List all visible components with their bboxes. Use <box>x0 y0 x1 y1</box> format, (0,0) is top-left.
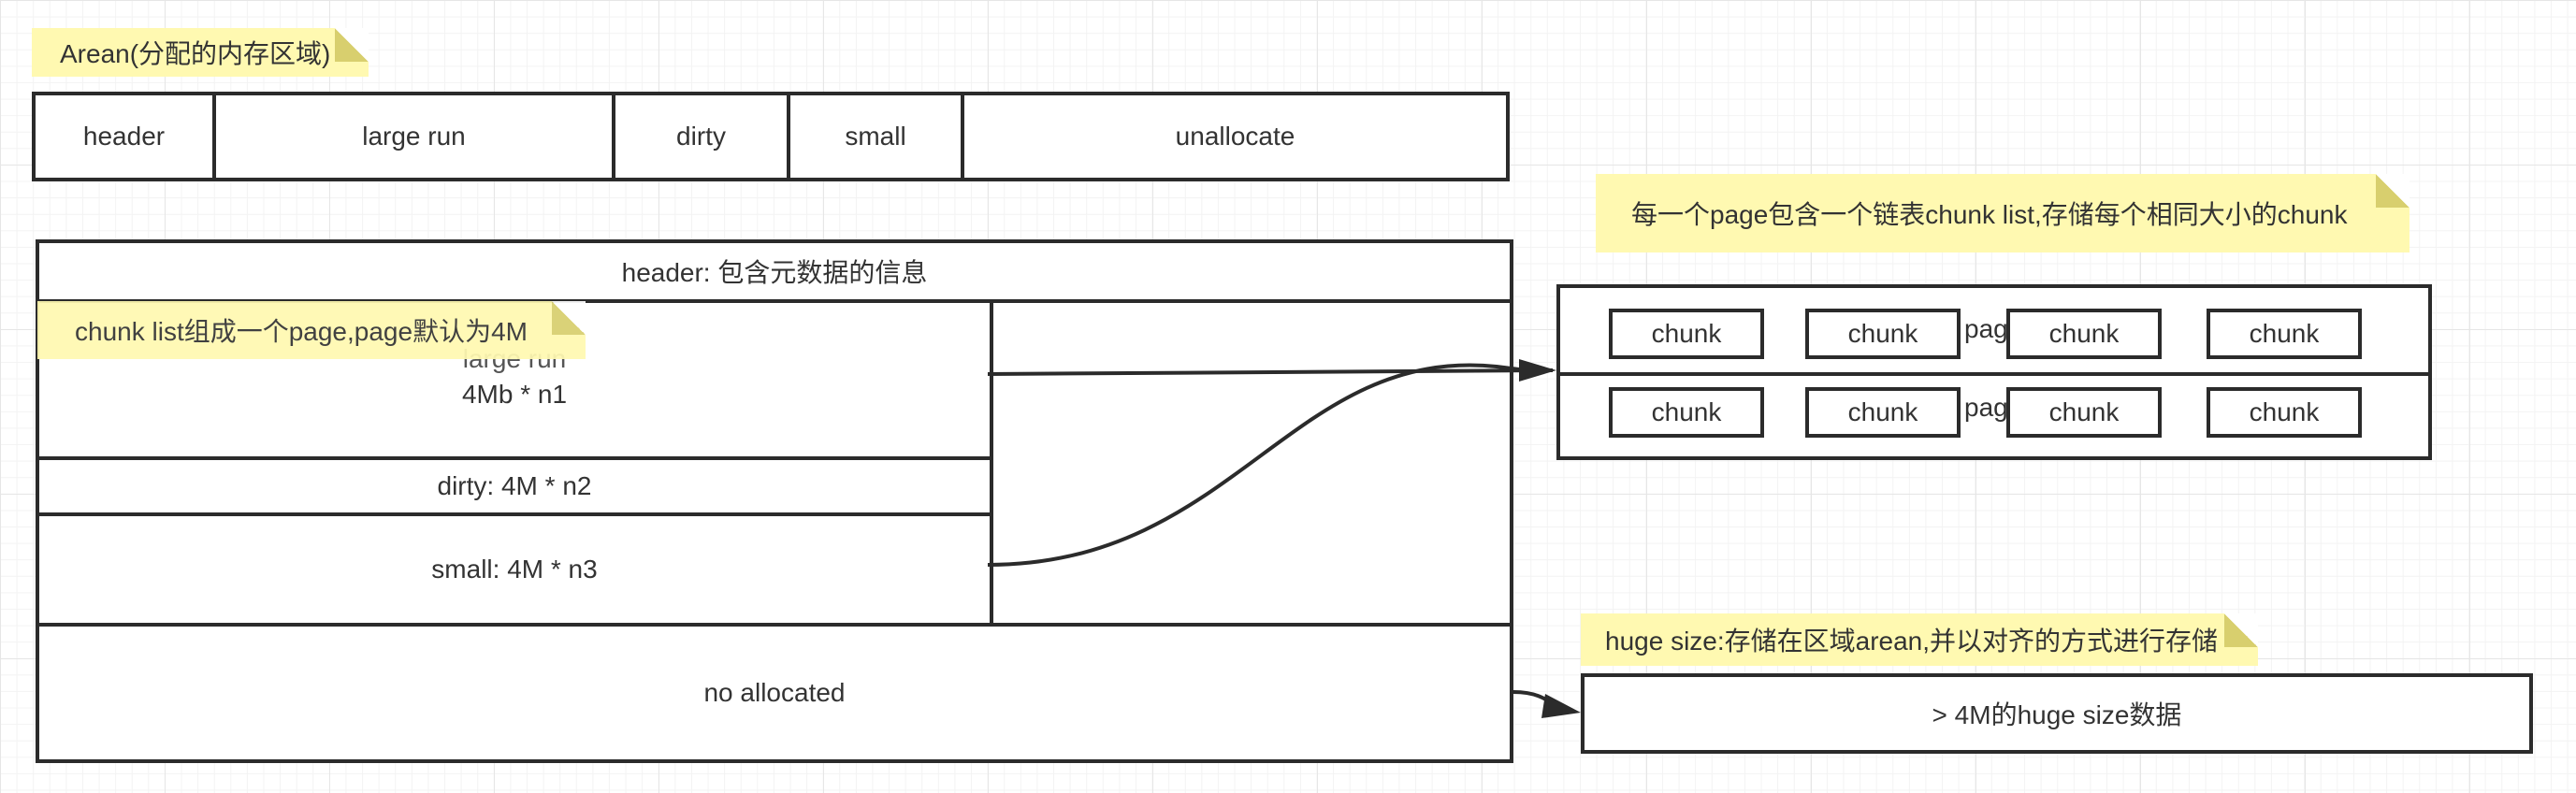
detail-header: header: 包含元数据的信息 <box>621 258 928 287</box>
page-chunks-note: 每一个page包含一个链表chunk list,存储每个相同大小的chunk <box>1596 174 2410 252</box>
huge-arrowhead <box>1541 694 1581 718</box>
arena-cell-header: header <box>82 122 166 151</box>
large-run-size: 4Mb * n1 <box>461 380 568 409</box>
chunk-box: chunk <box>2006 309 2162 359</box>
divider <box>39 456 993 460</box>
arena-cell-dirty: dirty <box>676 122 726 151</box>
page-label-2: pag <box>1964 393 2008 422</box>
arena-note-text: Arean(分配的内存区域) <box>60 39 331 68</box>
divider <box>961 95 964 178</box>
divider <box>990 303 993 623</box>
chunk-box: chunk <box>2207 387 2362 438</box>
huge-size-note-text: huge size:存储在区域arean,并以对齐的方式进行存储 <box>1605 627 2219 656</box>
divider <box>612 95 615 178</box>
detail-left-column: large run 4Mb * n1 dirty: 4M * n2 small:… <box>39 303 993 623</box>
divider <box>39 512 993 516</box>
arena-cell-small: small <box>845 122 906 151</box>
divider <box>212 95 216 178</box>
page-label-1: pag <box>1964 314 2008 343</box>
huge-size-box: > 4M的huge size数据 <box>1581 673 2533 754</box>
divider <box>39 623 1510 627</box>
divider <box>1560 372 2428 376</box>
chunk-box: chunk <box>1609 387 1764 438</box>
page-chunks-note-text: 每一个page包含一个链表chunk list,存储每个相同大小的chunk <box>1631 200 2348 229</box>
arena-note: Arean(分配的内存区域) <box>32 28 369 77</box>
chunk-box: chunk <box>2006 387 2162 438</box>
arena-cell-unallocate: unallocate <box>1175 122 1295 151</box>
chunk-box: chunk <box>1609 309 1764 359</box>
detail-no-allocated: no allocated <box>703 678 846 707</box>
detail-small: small: 4M * n3 <box>431 555 598 584</box>
chunk-list-note: chunk list组成一个page,page默认为4M <box>37 301 586 359</box>
arena-bar: header large run dirty small unallocate <box>32 92 1510 181</box>
huge-size-note: huge size:存储在区域arean,并以对齐的方式进行存储 <box>1581 613 2258 666</box>
chunk-box: chunk <box>1805 309 1961 359</box>
chunk-box: chunk <box>2207 309 2362 359</box>
divider <box>39 299 1510 303</box>
chunk-box: chunk <box>1805 387 1961 438</box>
arena-cell-large-run: large run <box>362 122 466 151</box>
no-allocated-to-huge-arrow <box>1512 690 1558 709</box>
detail-dirty: dirty: 4M * n2 <box>437 471 592 500</box>
large-run-arrowhead <box>1519 359 1556 382</box>
chunk-list-note-text: chunk list组成一个page,page默认为4M <box>75 317 528 346</box>
divider <box>787 95 790 178</box>
